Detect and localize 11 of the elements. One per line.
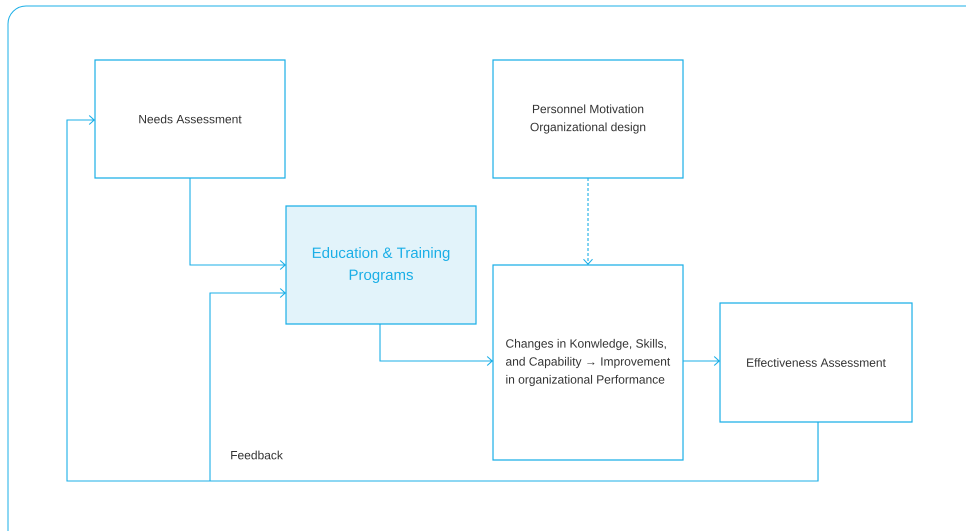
process-box: Changes in Konwledge, Skills, and Capability → Improvement in organizational Performance [492,264,684,461]
feedback-label: Feedback [231,450,283,460]
process-box: Needs Assessment [94,59,286,179]
process-box: Education & Training Programs [285,205,477,325]
arrow [189,178,286,270]
process-box: Personnel Motivation Organizational design [492,59,684,179]
arrow [209,288,819,482]
arrow [683,356,720,366]
process-box: Effectiveness Assessment [719,302,913,423]
arrow [583,178,593,265]
arrow [379,324,493,366]
